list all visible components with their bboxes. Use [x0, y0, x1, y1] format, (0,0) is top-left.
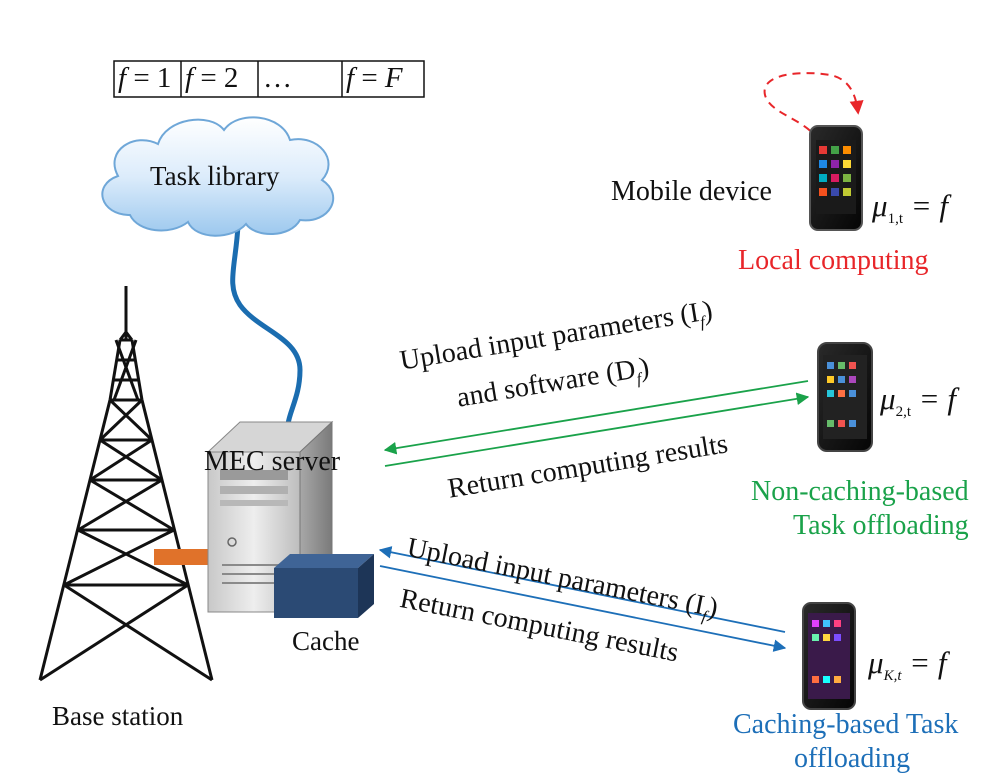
mec-server-label: MEC server	[204, 446, 341, 477]
task-cell-last: f = F	[346, 62, 403, 94]
caching-mode-line2: offloading	[794, 743, 911, 774]
task-cell-2: f = 2	[185, 62, 239, 94]
mu-local: μ1,t = f	[872, 188, 949, 228]
cache-label: Cache	[292, 626, 360, 656]
caching-upload-arrow	[378, 546, 786, 633]
cloud-icon	[101, 116, 335, 237]
mobile-phone-2-icon	[817, 342, 873, 452]
task-cell-1: f = 1	[118, 62, 172, 94]
mobile-phone-3-icon	[802, 602, 856, 710]
noncaching-return-arrow	[384, 392, 810, 467]
mu-caching: μK,t = f	[868, 645, 947, 685]
base-station-connector	[154, 549, 208, 565]
noncaching-mode-line1: Non-caching-based	[751, 476, 969, 507]
local-computing-label: Local computing	[738, 245, 929, 276]
local-loop-arrow	[763, 72, 864, 143]
mu-noncaching: μ2,t = f	[880, 381, 957, 421]
base-station-tower-icon	[38, 286, 214, 682]
base-station-label: Base station	[52, 701, 184, 731]
noncaching-mode-line2: Task offloading	[793, 510, 969, 541]
mobile-phone-1-icon	[809, 125, 863, 231]
caching-return-arrow	[379, 565, 787, 652]
task-cell-ellipsis: …	[263, 62, 292, 94]
noncaching-upload-arrow	[383, 380, 809, 455]
task-library-table	[113, 60, 425, 98]
task-library-label: Task library	[150, 161, 280, 191]
cache-box-icon	[274, 554, 374, 618]
backhaul-cable	[230, 222, 303, 427]
mobile-device-label: Mobile device	[611, 176, 772, 207]
caching-mode-line1: Caching-based Task	[733, 709, 959, 740]
